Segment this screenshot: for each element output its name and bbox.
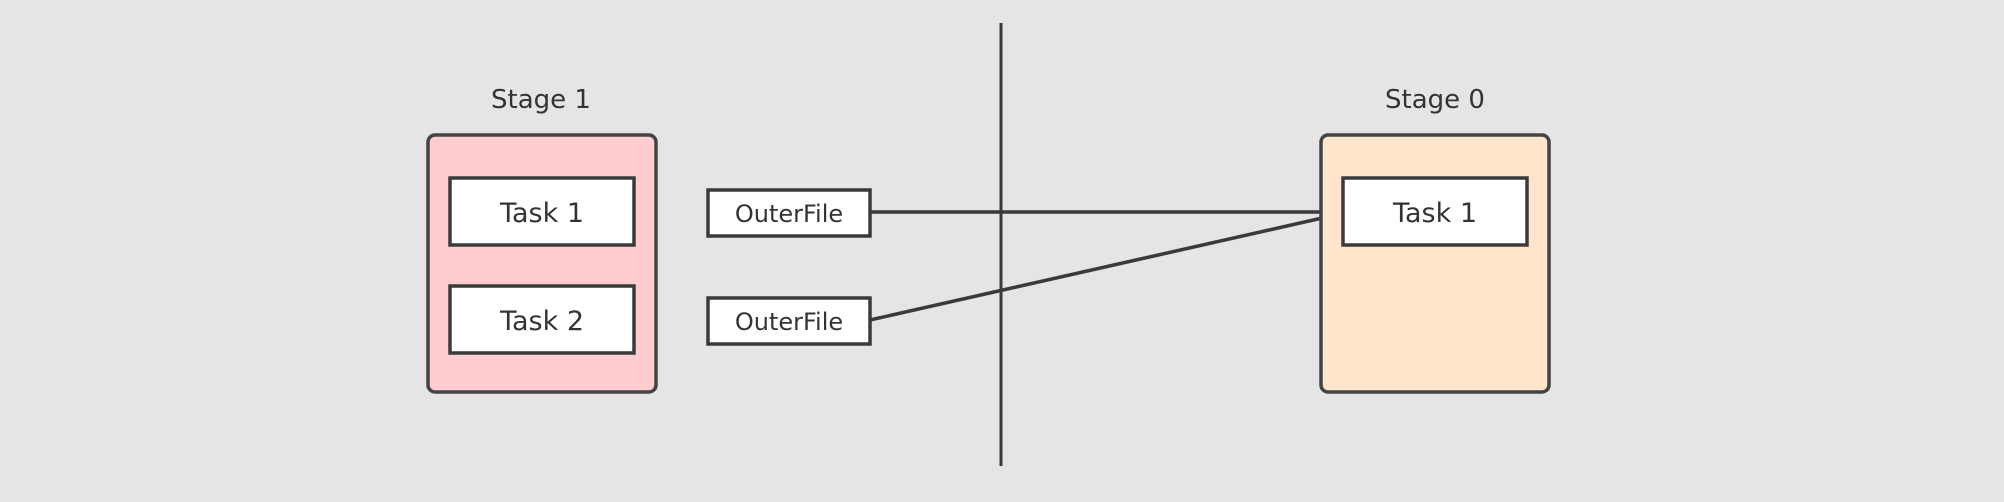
outer-file-2: OuterFile bbox=[706, 296, 872, 346]
arrow-file-2-to-stage-0-task-1 bbox=[869, 210, 1342, 322]
stage-0-task-1-label: Task 1 bbox=[1392, 198, 1477, 229]
stage-1-task-1: Task 1 bbox=[448, 176, 636, 247]
stage-1-task-1-label: Task 1 bbox=[499, 198, 584, 229]
stage-1-group: Stage 1 Task 1 Task 2 bbox=[426, 85, 658, 394]
outer-file-2-label: OuterFile bbox=[735, 308, 843, 336]
stage-0-task-1: Task 1 bbox=[1341, 176, 1529, 247]
outer-file-1-label: OuterFile bbox=[735, 200, 843, 228]
stage-0-task-1-box bbox=[1341, 176, 1529, 247]
outer-file-2-box bbox=[706, 296, 872, 346]
outer-file-1-box bbox=[706, 188, 872, 238]
stage-1-task-2-label: Task 2 bbox=[499, 306, 584, 337]
stage-1-task-2: Task 2 bbox=[448, 284, 636, 355]
outer-file-1: OuterFile bbox=[706, 188, 872, 238]
stage-0-title: Stage 0 bbox=[1385, 85, 1485, 115]
stage-0-group: Stage 0 Task 1 bbox=[1319, 85, 1551, 394]
stage-1-task-2-box bbox=[448, 284, 636, 355]
stage-1-task-1-box bbox=[448, 176, 636, 247]
stage-0-container bbox=[1319, 133, 1551, 394]
stage-1-title: Stage 1 bbox=[491, 85, 591, 115]
